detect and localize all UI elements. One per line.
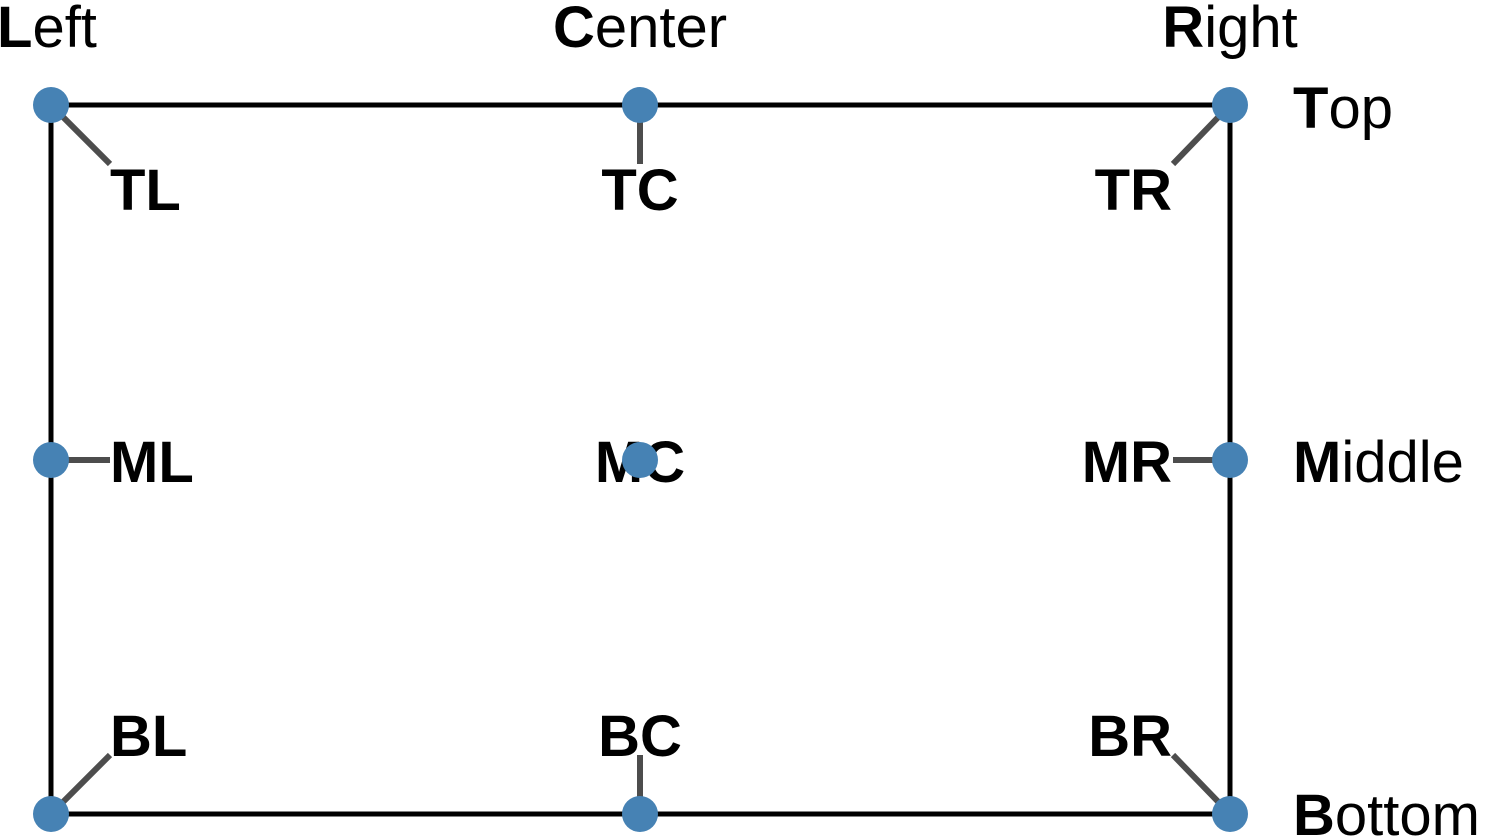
label-tc: TC <box>601 158 678 223</box>
row-bottom-rest: ottom <box>1335 783 1480 839</box>
anchor-bl <box>33 796 69 832</box>
column-center-initial: C <box>553 0 595 60</box>
row-middle-label: Middle <box>1293 430 1464 495</box>
label-ml: ML <box>110 430 194 495</box>
label-br: BR <box>1088 704 1172 769</box>
anchor-points <box>33 87 1248 832</box>
anchor-bc <box>622 796 658 832</box>
anchor-tl <box>33 87 69 123</box>
anchor-mr <box>1212 442 1248 478</box>
label-tr: TR <box>1095 158 1172 223</box>
anchor-tc <box>622 87 658 123</box>
column-headers: Left Center Right <box>0 0 1298 60</box>
label-tl: TL <box>110 158 181 223</box>
label-bl: BL <box>110 704 187 769</box>
row-bottom-initial: B <box>1293 783 1335 839</box>
row-top-rest: op <box>1328 76 1393 141</box>
column-left-rest: eft <box>32 0 97 60</box>
label-mr: MR <box>1082 430 1172 495</box>
row-bottom-label: Bottom <box>1293 783 1480 839</box>
row-headers: Top Middle Bottom <box>1293 76 1480 839</box>
row-top-label: Top <box>1293 76 1393 141</box>
column-center-rest: enter <box>595 0 727 60</box>
row-middle-initial: M <box>1293 430 1341 495</box>
row-top-initial: T <box>1293 76 1328 141</box>
anchor-mc <box>622 442 658 478</box>
column-left-label: Left <box>0 0 97 60</box>
label-bc: BC <box>598 704 682 769</box>
column-right-initial: R <box>1162 0 1204 60</box>
column-left-initial: L <box>0 0 32 60</box>
anchor-ml <box>33 442 69 478</box>
anchor-br <box>1212 796 1248 832</box>
column-right-rest: ight <box>1204 0 1298 60</box>
anchor-tr <box>1212 87 1248 123</box>
column-center-label: Center <box>553 0 727 60</box>
row-middle-rest: iddle <box>1341 430 1464 495</box>
column-right-label: Right <box>1162 0 1297 60</box>
